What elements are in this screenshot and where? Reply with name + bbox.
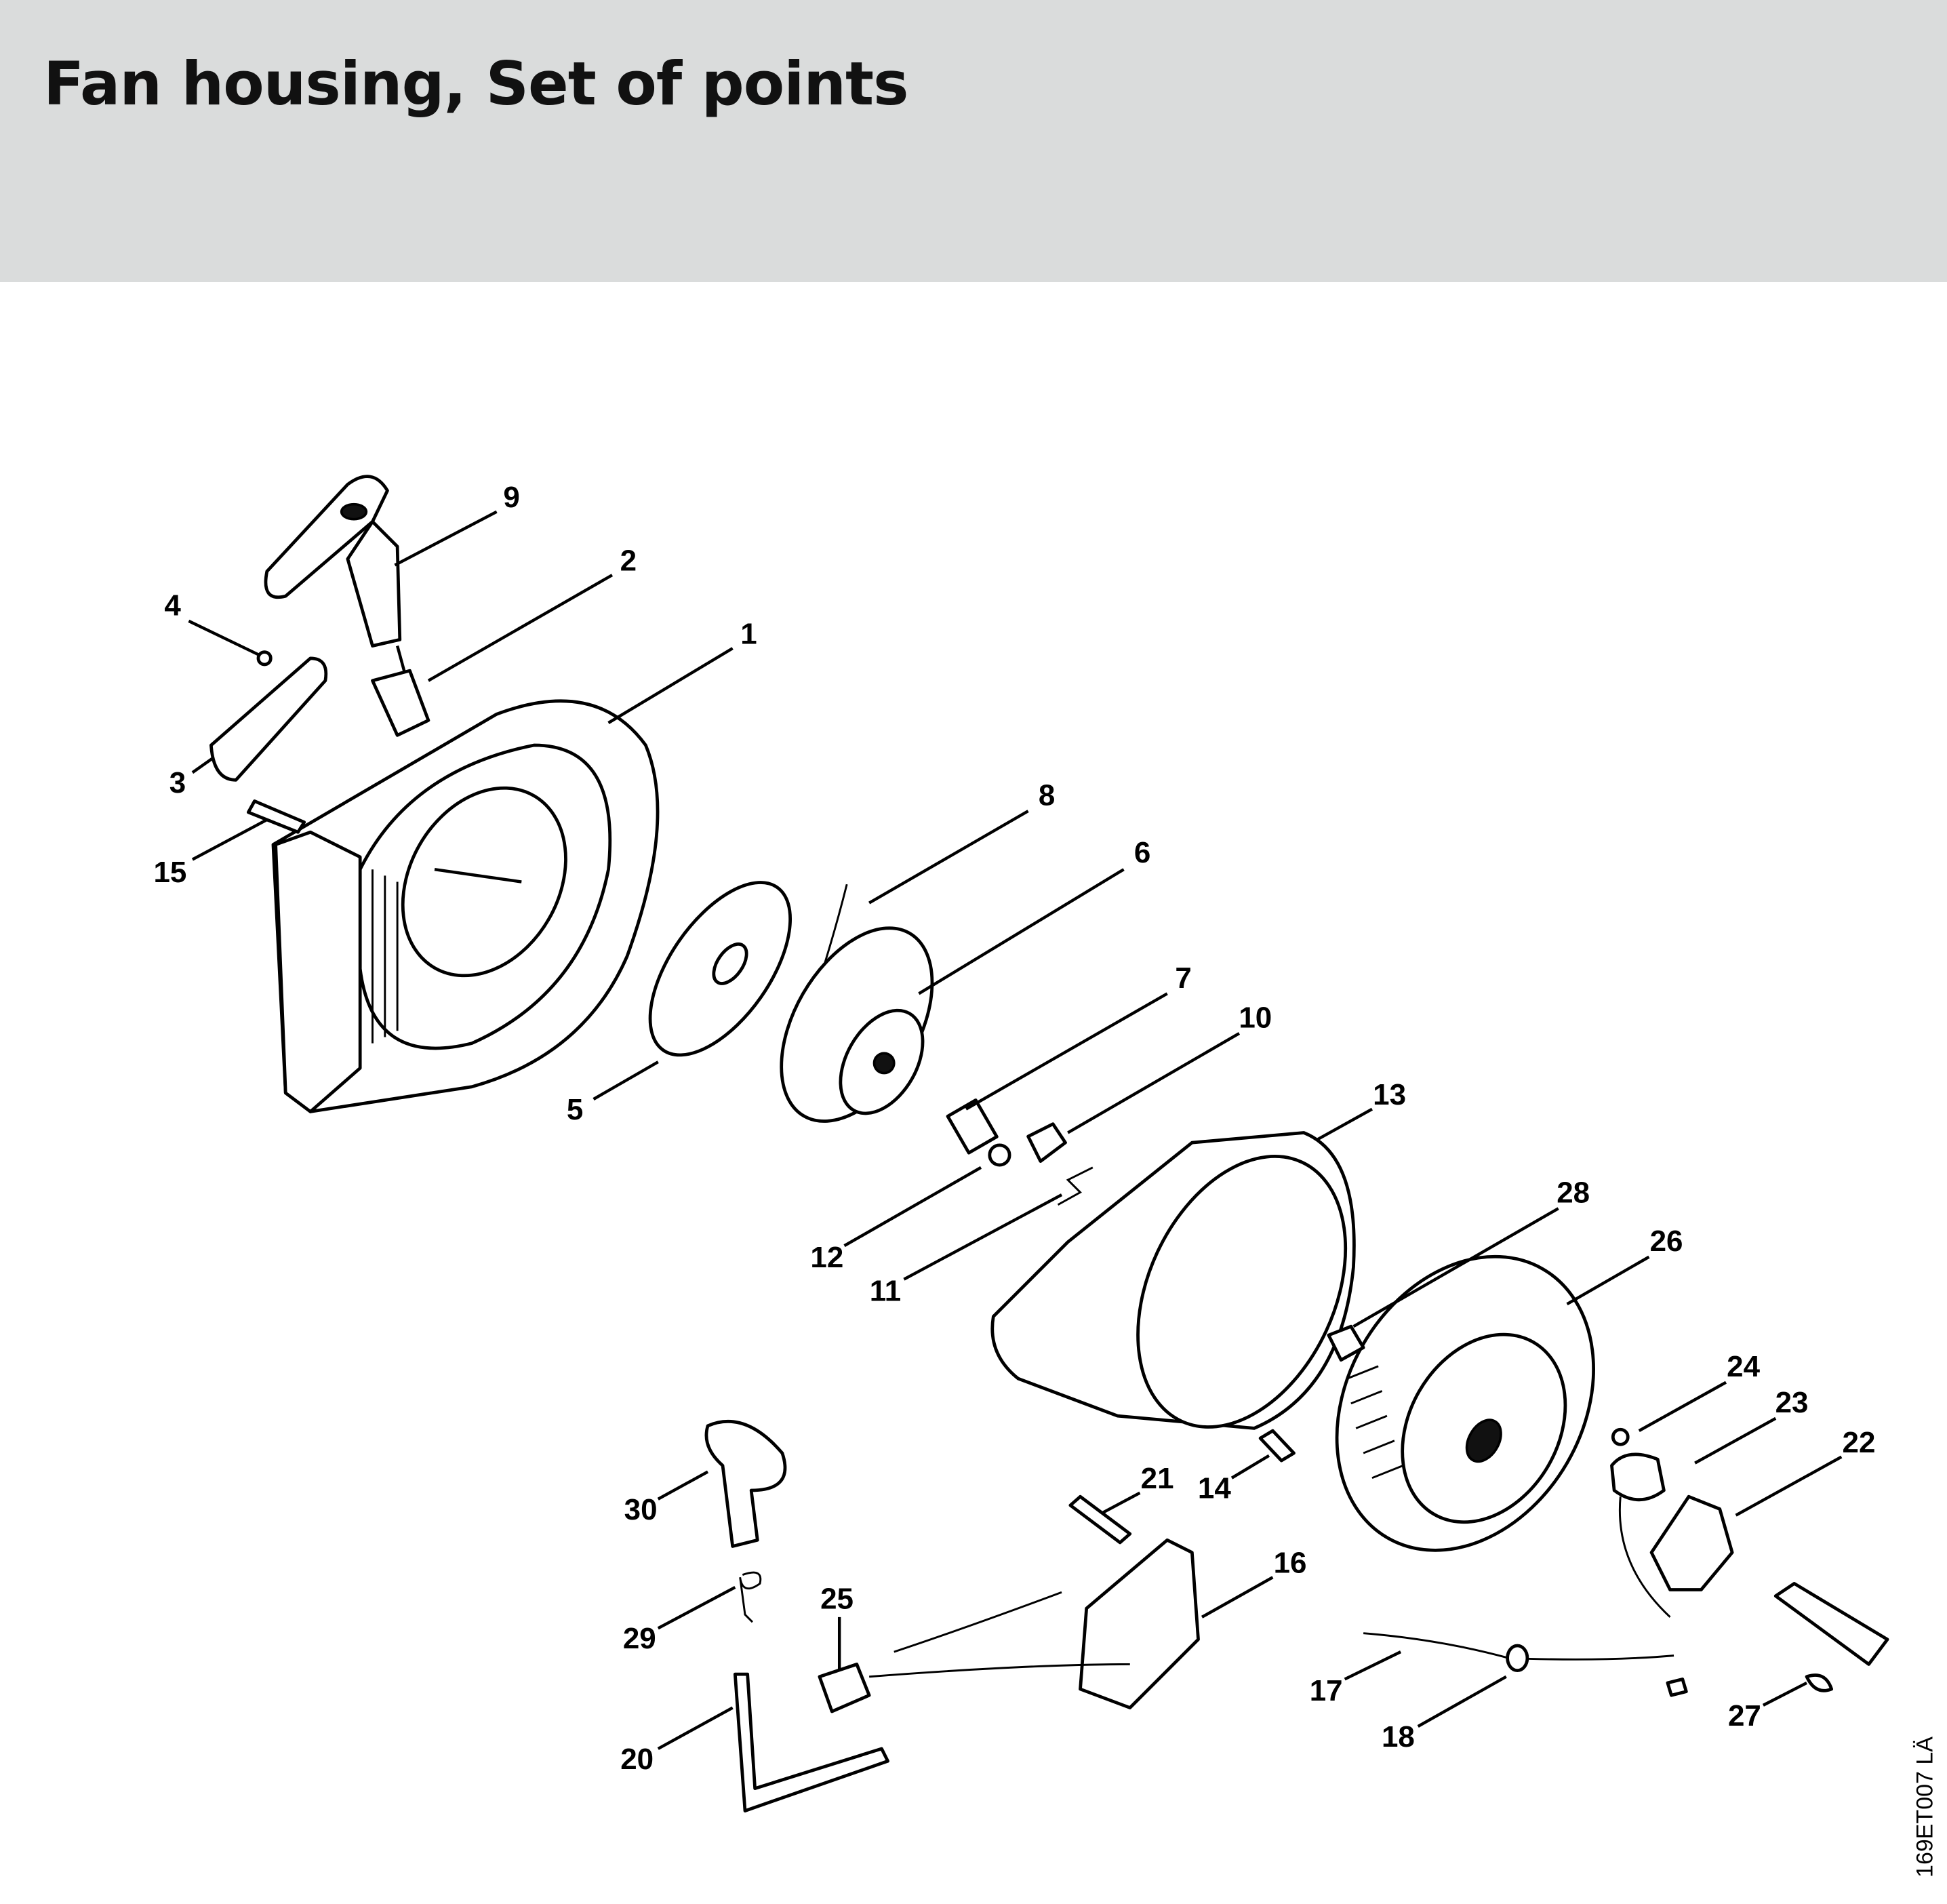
- callout-24: 24: [1727, 1350, 1760, 1383]
- page-title: Fan housing, Set of points: [43, 49, 908, 119]
- callout-8: 8: [1039, 779, 1055, 812]
- spark-plug-boot-part: [818, 1663, 871, 1713]
- callout-2: 2: [620, 544, 637, 577]
- header-band: Fan housing, Set of points: [0, 0, 1947, 282]
- callout-28: 28: [1557, 1176, 1590, 1210]
- screw-21-part: [1068, 1494, 1132, 1545]
- callout-15: 15: [153, 856, 186, 889]
- starter-grip-part: [264, 475, 430, 737]
- shroud-part: [990, 1131, 1356, 1430]
- callout-16: 16: [1274, 1547, 1307, 1580]
- callout-3: 3: [169, 766, 186, 799]
- callout-27: 27: [1728, 1699, 1761, 1732]
- drawing-code-text: 169ET007 LÄ: [1912, 1737, 1938, 1878]
- condenser-lead: [1619, 1496, 1671, 1618]
- fan-housing-part: [271, 699, 660, 1113]
- callout-25: 25: [820, 1583, 854, 1616]
- callout-12: 12: [810, 1241, 843, 1274]
- callout-23: 23: [1775, 1386, 1809, 1419]
- pawl-part: [1026, 1122, 1067, 1164]
- callout-18: 18: [1382, 1720, 1415, 1753]
- callout-4: 4: [164, 589, 181, 622]
- screw-15-part: [246, 799, 306, 834]
- plate-part: [209, 656, 328, 782]
- callout-7: 7: [1175, 961, 1191, 995]
- spark-plug-terminal-part: [704, 1419, 787, 1548]
- screw-14-part: [1258, 1429, 1296, 1463]
- ignition-coil-part: [869, 1538, 1200, 1709]
- callout-11: 11: [870, 1274, 901, 1307]
- callout-17: 17: [1310, 1674, 1343, 1707]
- screw-4-part: [256, 650, 273, 667]
- callout-5: 5: [567, 1093, 583, 1126]
- callout-14: 14: [1198, 1472, 1231, 1505]
- washer-part: [988, 1143, 1011, 1167]
- pawl-carrier-part: [648, 881, 792, 1057]
- callout-30: 30: [624, 1493, 658, 1526]
- contact-set-part: [1649, 1494, 1734, 1591]
- flywheel-part: [1335, 1254, 1595, 1552]
- key-27-part: [1805, 1673, 1834, 1692]
- callout-13: 13: [1373, 1078, 1406, 1111]
- grommet-18-part: [1506, 1644, 1529, 1672]
- wire-20-part: [733, 1672, 889, 1812]
- callout-21: 21: [1141, 1462, 1174, 1495]
- spring-clip-part: [1057, 1166, 1093, 1206]
- callout-20: 20: [620, 1743, 654, 1776]
- callout-22: 22: [1843, 1426, 1876, 1459]
- leader-lines: [188, 510, 1843, 1750]
- callout-9: 9: [503, 481, 519, 514]
- cam-part: [1773, 1582, 1889, 1666]
- torsion-spring-part: [739, 1571, 762, 1623]
- nut-part: [1666, 1678, 1688, 1697]
- condenser-part: [1610, 1452, 1666, 1502]
- screw-24-part: [1611, 1427, 1630, 1446]
- callout-6: 6: [1134, 836, 1150, 869]
- sleeve-part: [946, 1098, 999, 1155]
- callout-1: 1: [740, 617, 757, 650]
- nut-28-part: [1327, 1324, 1365, 1362]
- callout-29: 29: [623, 1622, 656, 1655]
- callout-26: 26: [1650, 1225, 1683, 1258]
- rope-rotor-part: [780, 926, 934, 1123]
- drawing-code: 169ET007 LÄ: [1912, 1736, 1939, 1878]
- callout-10: 10: [1239, 1001, 1272, 1034]
